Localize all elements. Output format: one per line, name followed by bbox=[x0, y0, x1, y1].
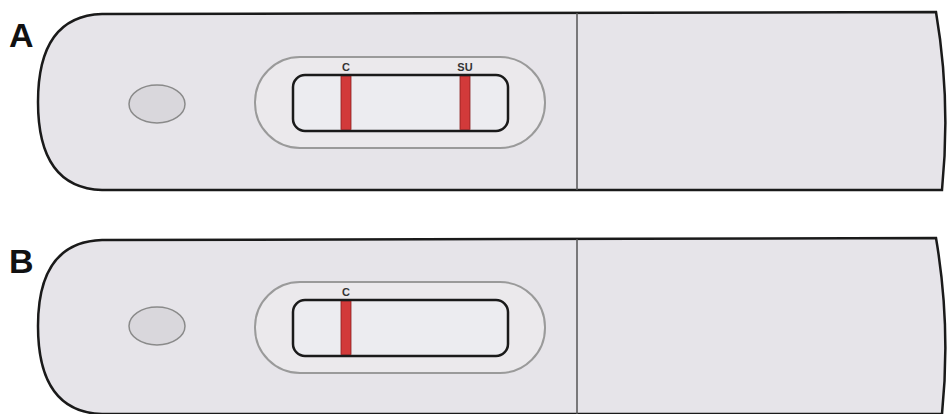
cassette-body bbox=[38, 238, 945, 414]
test-cassette bbox=[38, 238, 945, 414]
control-line bbox=[341, 77, 351, 130]
panel-letter: B bbox=[9, 244, 34, 278]
sample-well bbox=[129, 85, 185, 123]
band-label: SU bbox=[457, 61, 472, 73]
control-line bbox=[341, 302, 351, 355]
band-label: C bbox=[342, 61, 350, 73]
divider-line bbox=[576, 13, 578, 190]
panel-letter: A bbox=[9, 18, 34, 52]
window-frame bbox=[255, 57, 545, 148]
test-line bbox=[460, 77, 470, 130]
result-window bbox=[293, 75, 508, 131]
sample-well bbox=[129, 307, 185, 345]
test-cassette bbox=[38, 12, 945, 190]
cassette-body bbox=[38, 12, 945, 190]
divider-line bbox=[576, 239, 578, 414]
band-label: C bbox=[342, 286, 350, 298]
window-frame bbox=[255, 282, 545, 373]
result-window bbox=[293, 300, 508, 356]
